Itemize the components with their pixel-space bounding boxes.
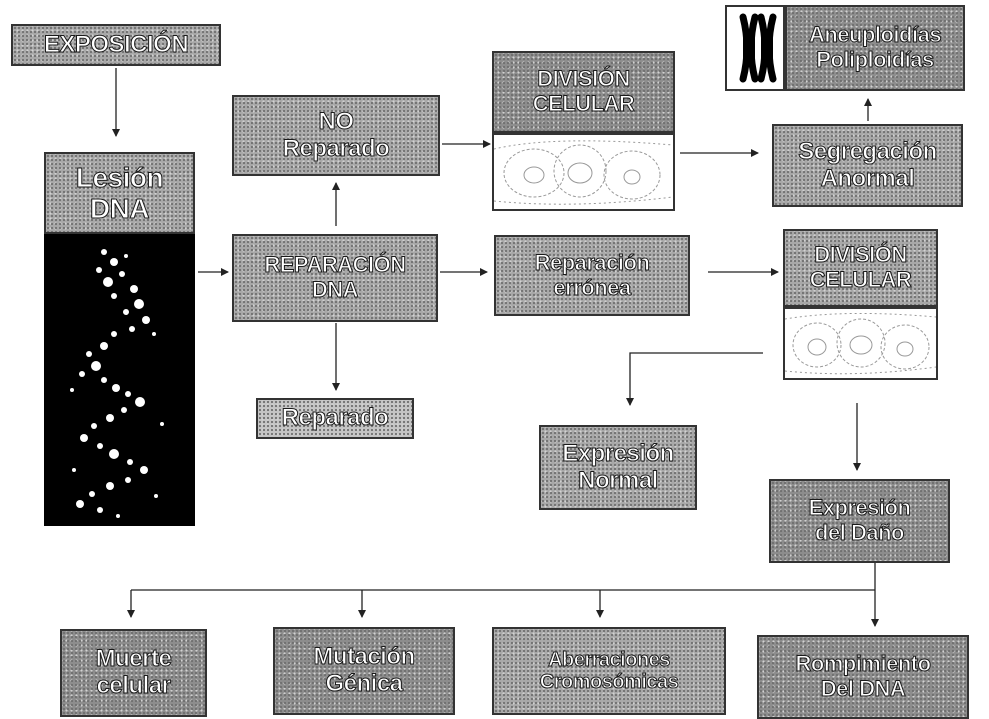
aberraciones-line2: Cromosómicas	[539, 670, 679, 693]
expresion-dano-box: Expresión del Daño	[769, 479, 950, 563]
muerte-celular-line1: Muerte	[95, 645, 172, 673]
expresion-dano-line1: Expresión	[808, 495, 911, 521]
division-1-line1: DIVISIÓN	[537, 66, 631, 92]
segregacion-box: Segregación Anormal	[772, 124, 963, 207]
reparado-label: Reparado	[281, 404, 389, 432]
lesion-dna-box: Lesión DNA	[44, 152, 195, 234]
segregacion-line2: Anormal	[820, 164, 915, 192]
expresion-normal-box: Expresión Normal	[539, 425, 697, 510]
expresion-dano-line2: del Daño	[815, 520, 905, 545]
reparado-box: Reparado	[256, 398, 414, 439]
reparacion-dna-box: REPARACIÓN DNA	[232, 234, 438, 322]
chromosome-panel	[725, 5, 785, 91]
cell-division-image-2	[783, 307, 938, 380]
cells-drawing-1	[493, 140, 674, 205]
reparacion-dna-line1: REPARACIÓN	[264, 252, 407, 278]
reparacion-dna-line2: DNA	[311, 277, 359, 302]
segregacion-line1: Segregación	[798, 137, 938, 165]
reparacion-erronea-line2: errónea	[553, 274, 632, 300]
rompimiento-line1: Rompimiento	[795, 651, 932, 677]
division-celular-box-1: DIVISIÓN CELULAR	[492, 51, 675, 133]
lesion-label-line2: DNA	[89, 192, 150, 224]
aneuploidias-line1: Aneuploidías	[808, 22, 942, 48]
mutacion-genica-line2: Génica	[325, 670, 404, 698]
damaged-chromosome-image	[44, 234, 195, 526]
aberraciones-line1: Aberraciones	[548, 648, 671, 671]
division-2-line1: DIVISIÓN	[814, 242, 908, 268]
exposicion-box: EXPOSICIÓN	[11, 24, 221, 66]
exposicion-label: EXPOSICIÓN	[43, 30, 189, 58]
no-reparado-line1: NO	[318, 107, 355, 135]
mutacion-genica-box: Mutación Génica	[273, 627, 455, 715]
aneuploidias-box: Aneuploidías Poliploidías	[785, 5, 965, 91]
x-chromosome-icon	[739, 13, 777, 83]
dna-fragments	[70, 249, 164, 518]
cells-drawing-2	[784, 312, 937, 375]
no-reparado-box: NO Reparado	[232, 95, 440, 176]
aberraciones-box: Aberraciones Cromosómicas	[492, 627, 726, 715]
aneuploidias-line2: Poliploidías	[816, 47, 935, 72]
no-reparado-line2: Reparado	[282, 134, 390, 162]
division-2-line2: CELULAR	[809, 267, 912, 292]
reparacion-erronea-line1: Reparación	[534, 249, 650, 275]
cell-division-image-1	[492, 133, 675, 211]
rompimiento-line2: Del DNA	[820, 676, 906, 701]
muerte-celular-box: Muerte celular	[60, 629, 207, 717]
arrow-division-to-expresion-normal	[626, 352, 763, 406]
expresion-normal-line1: Expresión	[562, 439, 675, 467]
muerte-celular-line2: celular	[96, 672, 171, 700]
expresion-normal-line2: Normal	[578, 466, 659, 494]
division-celular-box-2: DIVISIÓN CELULAR	[783, 229, 938, 307]
rompimiento-box: Rompimiento Del DNA	[757, 635, 969, 719]
reparacion-erronea-box: Reparación errónea	[494, 235, 690, 316]
division-1-line2: CELULAR	[532, 91, 635, 116]
mutacion-genica-line1: Mutación	[313, 643, 416, 671]
lesion-label-line1: Lesión	[75, 161, 164, 193]
